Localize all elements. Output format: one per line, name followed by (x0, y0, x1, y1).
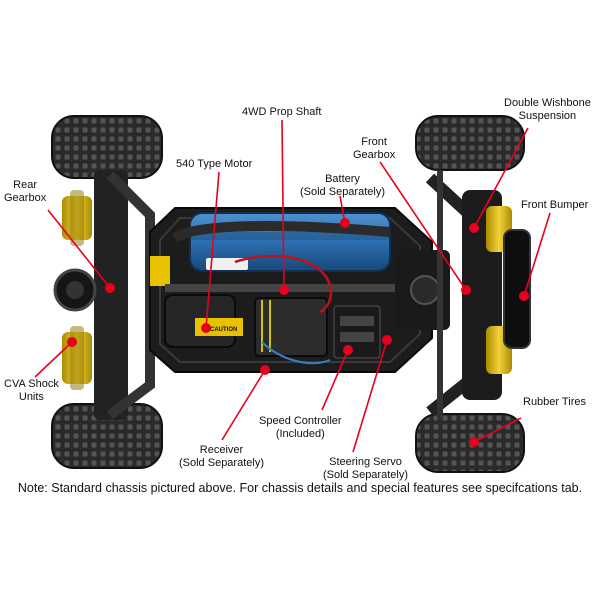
callout-dots (67, 218, 529, 447)
callout-line-motor (205, 171, 220, 329)
callout-lines (34, 119, 551, 453)
rear-shock-bottom (62, 326, 92, 390)
callout-line-rubber-tires (473, 417, 522, 443)
label-rubber-tires: Rubber Tires (523, 396, 586, 408)
front-gearbox-assembly (395, 250, 450, 330)
label-cva-shock: CVA Shock Units (4, 378, 59, 403)
callout-dot-rubber-tires (469, 437, 479, 447)
label-prop-shaft: 4WD Prop Shaft (242, 106, 322, 118)
callout-line-steering-servo (352, 339, 388, 453)
label-motor: 540 Type Motor (176, 158, 253, 170)
callout-line-double-wishbone (473, 127, 529, 229)
callout-dot-front-bumper (519, 291, 529, 301)
front-left-tire (415, 115, 525, 171)
rear-left-tire (51, 115, 163, 179)
callout-dot-front-gearbox (461, 285, 471, 295)
label-double-wishbone: Double Wishbone Suspension (504, 97, 591, 122)
rear-suspension (53, 170, 155, 420)
callout-dot-speed-controller (343, 345, 353, 355)
label-battery: Battery (Sold Separately) (300, 173, 385, 198)
caution-sticker: CAUTION (210, 327, 237, 333)
callout-line-front-gearbox (379, 161, 467, 291)
front-bumper (503, 229, 531, 349)
callout-line-prop-shaft (281, 119, 285, 291)
callout-dot-battery (340, 218, 350, 228)
callout-dot-motor (201, 323, 211, 333)
label-front-gearbox: Front Gearbox (353, 136, 396, 161)
label-rear-gearbox: Rear Gearbox (4, 179, 47, 204)
callout-dot-cva-shock (67, 337, 77, 347)
callout-dot-double-wishbone (469, 223, 479, 233)
label-speed-controller: Speed Controller (Included) (259, 415, 342, 440)
callout-line-cva-shock (34, 341, 73, 378)
callout-dot-steering-servo (382, 335, 392, 345)
battery-pack (172, 212, 391, 272)
callout-line-front-bumper (523, 212, 551, 297)
rear-shock-top (62, 190, 92, 246)
callout-line-speed-controller (321, 349, 349, 411)
label-front-bumper: Front Bumper (521, 199, 589, 211)
label-steering-servo: Steering Servo (Sold Separately) (323, 456, 408, 481)
callout-line-rear-gearbox (47, 209, 111, 289)
callout-line-receiver (221, 369, 266, 441)
footnote: Note: Standard chassis pictured above. F… (17, 481, 583, 495)
prop-shaft (165, 284, 435, 292)
electronics (254, 297, 381, 365)
callout-dot-rear-gearbox (105, 283, 115, 293)
battery-wire (234, 254, 333, 314)
label-receiver: Receiver (Sold Separately) (179, 444, 264, 469)
callout-dot-prop-shaft (279, 285, 289, 295)
callout-dot-receiver (260, 365, 270, 375)
